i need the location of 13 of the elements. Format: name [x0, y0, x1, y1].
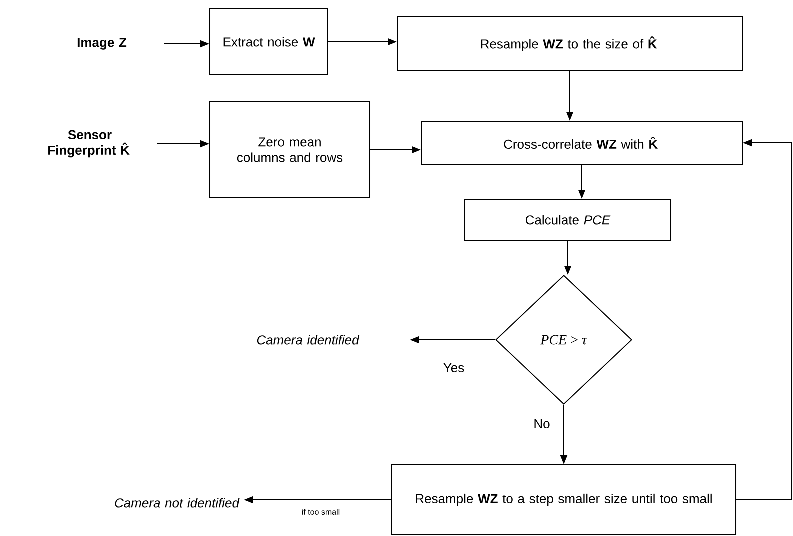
terminal-text: Sensor Fingerprint K̂: [48, 130, 130, 158]
edge-label: if too small: [300, 508, 342, 516]
process-box: Calculate PCE: [464, 199, 672, 241]
edge-label: Yes: [442, 362, 466, 374]
process-box: Cross-correlate WZ with K̂: [421, 121, 743, 165]
process-box: Zero mean columns and rows: [210, 102, 370, 198]
terminal-text: Camera not identified: [115, 498, 240, 508]
terminal-text: Image Z: [78, 38, 127, 50]
process-box: Extract noise W: [210, 8, 328, 76]
edge-label: No: [532, 418, 552, 430]
terminal-text: Camera identified: [257, 335, 360, 345]
process-box: Resample WZ to a step smaller size until too small: [392, 464, 736, 536]
process-box: Resample WZ to the size of K̂: [397, 16, 743, 72]
